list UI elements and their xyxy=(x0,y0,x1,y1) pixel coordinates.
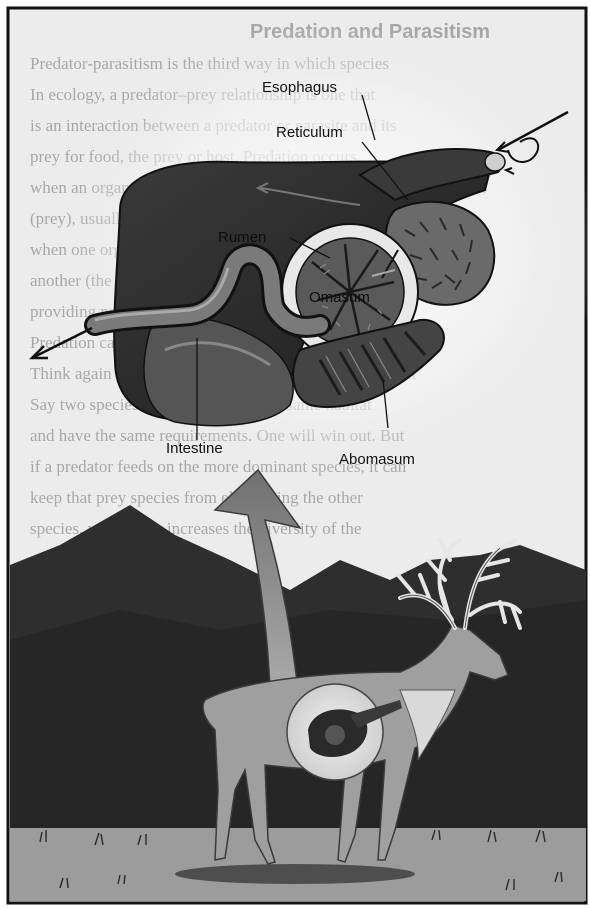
label-abomasum: Abomasum xyxy=(339,452,415,467)
label-reticulum: Reticulum xyxy=(276,125,343,140)
label-rumen: Rumen xyxy=(218,230,266,245)
label-omasum: Omasum xyxy=(309,290,370,305)
label-esophagus: Esophagus xyxy=(262,80,337,95)
label-intestine: Intestine xyxy=(166,441,223,456)
background-text-line: keep that prey species from eliminating … xyxy=(30,488,363,507)
